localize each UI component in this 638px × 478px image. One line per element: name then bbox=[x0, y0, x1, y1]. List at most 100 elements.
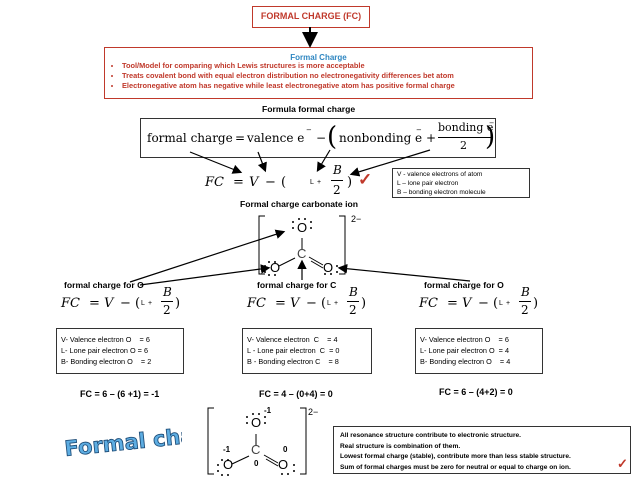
fc-symbol: FC bbox=[205, 175, 224, 190]
minus-sign: − bbox=[265, 175, 276, 190]
minus-sign: − bbox=[306, 296, 317, 311]
charge-top-o: -1 bbox=[264, 406, 272, 415]
v-symbol: V bbox=[249, 175, 259, 190]
b-symbol: B bbox=[521, 285, 530, 299]
check-mark-icon: ✓ bbox=[358, 170, 373, 189]
atom-c: C bbox=[297, 246, 307, 261]
charge-c: 0 bbox=[254, 459, 259, 468]
formula-close-paren: ) bbox=[485, 122, 496, 152]
info-box-left: V- Valence electron O = 6 L- Lone pair e… bbox=[56, 328, 184, 374]
minus-sign: − bbox=[120, 296, 131, 311]
result-center: FC = 4 – (0+4) = 0 bbox=[259, 389, 333, 399]
close-paren: ) bbox=[533, 296, 539, 311]
equals-sign: = bbox=[89, 296, 100, 311]
label-right-o: formal charge for O bbox=[424, 280, 504, 290]
open-paren: ( bbox=[135, 296, 141, 311]
legend-box: V - valence electrons of atom L – lone p… bbox=[392, 168, 530, 198]
fc-symbol: FC bbox=[61, 296, 80, 311]
formula-equals: = bbox=[235, 131, 246, 145]
note-item: Sum of formal charges must be zero for n… bbox=[340, 463, 571, 471]
fraction-bar bbox=[347, 301, 359, 302]
word-formula-box: formal charge = valence e − − ( nonbondi… bbox=[140, 118, 496, 158]
plus-sign: + bbox=[317, 179, 322, 186]
atom-o-top: O bbox=[297, 220, 308, 235]
close-paren: ) bbox=[347, 175, 353, 190]
note-item: All resonance structure contribute to el… bbox=[340, 432, 522, 439]
v-symbol: V bbox=[462, 296, 472, 311]
formula-lhs: formal charge bbox=[147, 131, 233, 145]
denominator: 2 bbox=[521, 303, 529, 317]
info-box-center: V- Valence electron C = 4 L - Lone pair … bbox=[242, 328, 372, 374]
minus-sign: − bbox=[478, 296, 489, 311]
logo-text: Formal charge bbox=[63, 420, 182, 460]
note-item: Real structure is combination of them. bbox=[340, 442, 461, 450]
notes-box: All resonance structure contribute to el… bbox=[333, 426, 631, 474]
bullet-item: Tool/Model for comparing which Lewis str… bbox=[122, 61, 455, 71]
arrow-left-to-left-o bbox=[139, 264, 271, 286]
fraction-bar bbox=[331, 180, 343, 181]
l-symbol: L bbox=[141, 300, 145, 307]
short-formula-main: FC = V − ( L + B 2 ) bbox=[205, 163, 355, 201]
fraction-bar bbox=[161, 301, 173, 302]
formula-nonbonding: nonbonding e bbox=[339, 131, 423, 145]
denominator: 2 bbox=[349, 303, 357, 317]
legend-item: B – bonding electron molecule bbox=[397, 189, 486, 197]
bottom-atom-o-top: O bbox=[251, 415, 262, 430]
atom-o-left: O bbox=[270, 260, 281, 275]
label-center-c: formal charge for C bbox=[257, 280, 337, 290]
formula-bonding: bonding e bbox=[438, 121, 494, 134]
open-paren: ( bbox=[281, 175, 287, 190]
info-row: L- Lone pair electron O = 6 bbox=[61, 346, 149, 355]
v-symbol: V bbox=[104, 296, 114, 311]
short-formula-left: FC = V − ( L + B 2 ) bbox=[61, 285, 211, 324]
definition-bullets: Tool/Model for comparing which Lewis str… bbox=[113, 61, 455, 91]
bottom-atom-o-right: O bbox=[278, 457, 289, 472]
carbonate-heading: Formal charge carbonate ion bbox=[240, 199, 358, 209]
definition-heading: Formal Charge bbox=[290, 53, 347, 62]
short-formula-center: FC = V − ( L + B 2 ) bbox=[247, 285, 397, 324]
bottom-lewis-structure bbox=[207, 407, 307, 476]
bullet-item: Electronegative atom has negative while … bbox=[122, 81, 455, 91]
info-box-right: V- Valence electron O = 6 L- Lone pair e… bbox=[415, 328, 543, 374]
formula-valence: valence e bbox=[247, 131, 305, 145]
charge-right-o: 0 bbox=[283, 445, 288, 454]
info-row: V- Valence electron C = 4 bbox=[247, 335, 338, 344]
legend-item: V - valence electrons of atom bbox=[397, 171, 483, 178]
denominator: 2 bbox=[333, 183, 341, 197]
fraction-bar bbox=[519, 301, 531, 302]
formal-charge-definition-box: Formal Charge Tool/Model for comparing w… bbox=[104, 47, 533, 99]
formal-charge-logo: Formal charge bbox=[63, 420, 182, 460]
label-left-o: formal charge for O bbox=[64, 280, 144, 290]
close-paren: ) bbox=[361, 296, 367, 311]
formula-sup: − bbox=[416, 126, 422, 134]
l-symbol: L bbox=[327, 300, 331, 307]
formula-minus: − bbox=[316, 131, 327, 145]
bottom-atom-c: C bbox=[251, 442, 261, 457]
equals-sign: = bbox=[233, 175, 244, 190]
l-symbol: L bbox=[310, 179, 314, 186]
info-row: L- Lone pair electron O = 4 bbox=[420, 346, 510, 355]
result-left: FC = 6 – (6 +1) = -1 bbox=[80, 389, 160, 399]
formula-open-paren: ( bbox=[327, 122, 338, 152]
formula-heading: Formula formal charge bbox=[262, 104, 356, 114]
formula-sup: − bbox=[489, 119, 495, 127]
bottom-atom-o-left: O bbox=[223, 457, 234, 472]
formula-denominator: 2 bbox=[460, 139, 467, 152]
formula-sup: − bbox=[306, 126, 312, 134]
fraction-bar bbox=[438, 137, 492, 138]
ion-charge: 2− bbox=[351, 214, 362, 224]
short-formula-right: FC = V − ( L + B 2 ) bbox=[419, 285, 569, 324]
bullet-item: Treats covalent bond with equal electron… bbox=[122, 71, 455, 81]
info-row: B- Bonding electron O = 4 bbox=[420, 357, 511, 366]
b-symbol: B bbox=[163, 285, 172, 299]
info-row: V- Valence electron O = 6 bbox=[61, 335, 150, 344]
b-symbol: B bbox=[349, 285, 358, 299]
note-item: Lowest formal charge (stable), contribut… bbox=[340, 453, 571, 461]
fc-symbol: FC bbox=[419, 296, 438, 311]
legend-item: L – lone pair electron bbox=[397, 180, 459, 188]
page-title: FORMAL CHARGE (FC) bbox=[252, 6, 370, 28]
equals-sign: = bbox=[447, 296, 458, 311]
info-row: B - Bonding electron C = 8 bbox=[247, 357, 339, 366]
plus-sign: + bbox=[334, 300, 339, 307]
formula-plus: + bbox=[426, 131, 437, 145]
